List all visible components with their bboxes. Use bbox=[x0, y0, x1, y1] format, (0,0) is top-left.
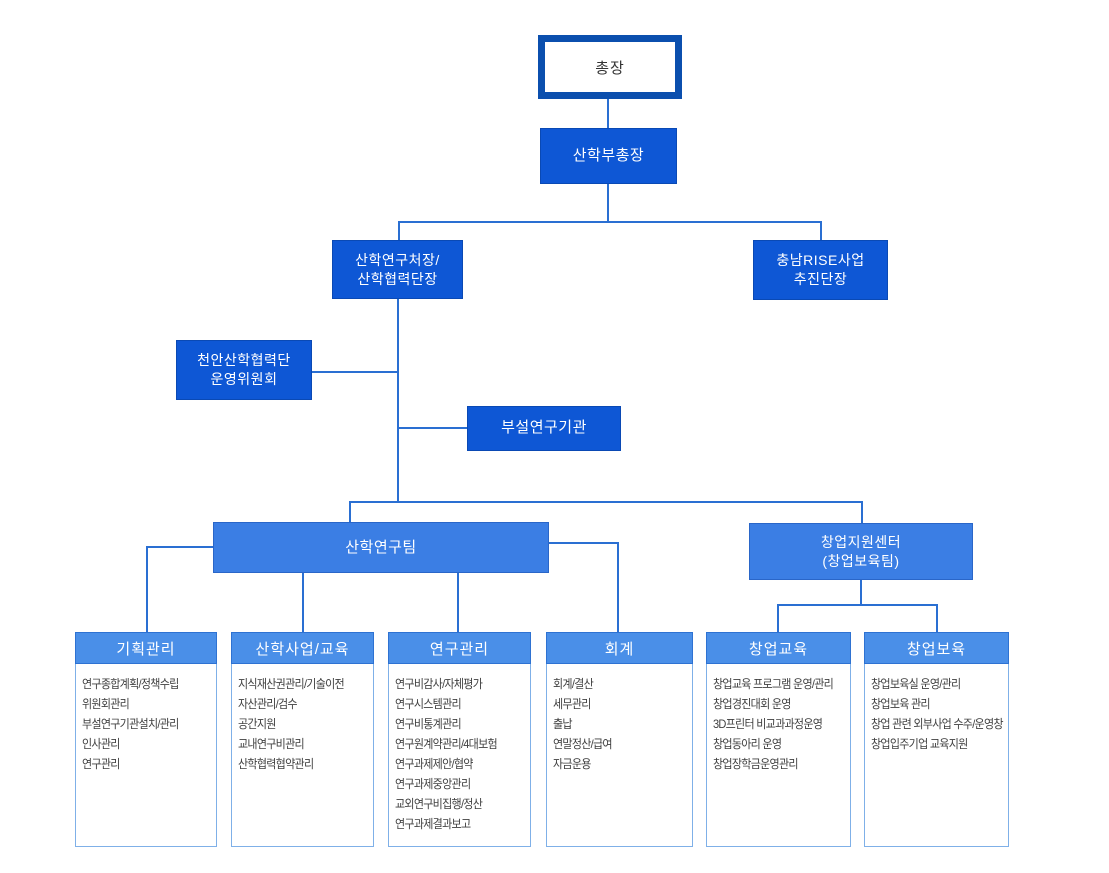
connector-line bbox=[777, 604, 779, 632]
list-item: 창업 관련 외부사업 수주/운영창 bbox=[871, 717, 1004, 731]
committee-label-line1: 천안산학협력단 bbox=[197, 352, 291, 369]
list-item: 교외연구비집행/정산 bbox=[395, 797, 483, 811]
list-item: 연구관리 bbox=[82, 757, 120, 771]
list-item: 연말정산/급여 bbox=[553, 737, 613, 751]
connector-line bbox=[457, 573, 459, 632]
list-item: 창업보육 관리 bbox=[871, 697, 931, 711]
connector-line bbox=[349, 501, 351, 522]
column-header: 산학사업/교육 bbox=[231, 632, 374, 664]
research-team-label: 산학연구팀 bbox=[345, 538, 417, 556]
research-institute-box: 부설연구기관 bbox=[467, 406, 621, 451]
connector-line bbox=[617, 542, 619, 632]
president-label: 총장 bbox=[595, 59, 625, 77]
list-item: 연구원계약관리/4대보험 bbox=[395, 737, 498, 751]
director-label-line1: 산학연구처장/ bbox=[355, 251, 440, 268]
connector-line bbox=[302, 573, 304, 632]
connector-line bbox=[607, 99, 609, 128]
list-item: 지식재산권관리/기술이전 bbox=[238, 677, 345, 691]
list-item: 출납 bbox=[553, 717, 573, 731]
list-item: 연구과제중앙관리 bbox=[395, 777, 471, 791]
rise-label-line1: 충남RISE사업 bbox=[776, 252, 865, 269]
connector-line bbox=[146, 546, 213, 548]
rise-project-box: 충남RISE사업 추진단장 bbox=[753, 240, 888, 300]
list-item: 부설연구기관설치/관리 bbox=[82, 717, 179, 731]
research-institute-label: 부설연구기관 bbox=[501, 419, 587, 437]
director-box: 산학연구처장/ 산학협력단장 bbox=[332, 240, 463, 299]
connector-line bbox=[312, 371, 398, 373]
column-header: 창업교육 bbox=[706, 632, 851, 664]
connector-line bbox=[778, 604, 938, 606]
column-header: 기획관리 bbox=[75, 632, 217, 664]
list-item: 창업장학금운영관리 bbox=[713, 757, 799, 771]
list-item: 창업경진대회 운영 bbox=[713, 697, 791, 711]
connector-line bbox=[820, 221, 822, 240]
list-item: 창업보육실 운영/관리 bbox=[871, 677, 961, 691]
connector-line bbox=[398, 221, 400, 240]
list-item: 교내연구비관리 bbox=[238, 737, 305, 751]
connector-line bbox=[607, 184, 609, 221]
list-item: 연구비감사/자체평가 bbox=[395, 677, 483, 691]
list-item: 산학협력협약관리 bbox=[238, 757, 314, 771]
vice-president-label: 산학부총장 bbox=[572, 146, 645, 164]
list-item: 연구시스템관리 bbox=[395, 697, 462, 711]
list-item: 연구과제제안/협약 bbox=[395, 757, 473, 771]
list-item: 회계/결산 bbox=[553, 677, 594, 691]
connector-line bbox=[398, 221, 822, 223]
list-item: 공간지원 bbox=[238, 717, 276, 731]
startup-center-label-line1: 창업지원센터 bbox=[820, 534, 902, 551]
connector-line bbox=[146, 546, 148, 632]
director-label-line2: 산학협력단장 bbox=[357, 270, 438, 287]
list-item: 연구과제결과보고 bbox=[395, 817, 471, 831]
list-item: 인사관리 bbox=[82, 737, 120, 751]
connector-line bbox=[861, 501, 863, 523]
steering-committee-box: 천안산학협력단 운영위원회 bbox=[176, 340, 312, 400]
column-header: 연구관리 bbox=[388, 632, 531, 664]
connector-line bbox=[549, 542, 618, 544]
list-item: 연구종합계획/정책수립 bbox=[82, 677, 179, 691]
list-item: 세무관리 bbox=[553, 697, 591, 711]
list-item: 3D프린터 비교과과정운영 bbox=[713, 717, 823, 731]
list-item: 자금운용 bbox=[553, 757, 591, 771]
committee-label-line2: 운영위원회 bbox=[210, 371, 278, 387]
list-item: 창업입주기업 교육지원 bbox=[871, 737, 968, 751]
connector-line bbox=[399, 427, 467, 429]
connector-line bbox=[349, 501, 863, 503]
president-box: 총장 bbox=[538, 35, 682, 99]
research-team-box: 산학연구팀 bbox=[213, 522, 549, 573]
connector-line bbox=[397, 299, 399, 502]
list-item: 창업교육 프로그램 운영/관리 bbox=[713, 677, 834, 691]
rise-label-line2: 추진단장 bbox=[793, 271, 848, 287]
connector-line bbox=[936, 604, 938, 632]
vice-president-box: 산학부총장 bbox=[540, 128, 677, 184]
list-item: 연구비통계관리 bbox=[395, 717, 462, 731]
list-item: 위원회관리 bbox=[82, 697, 130, 711]
column-header: 회계 bbox=[546, 632, 693, 664]
startup-center-box: 창업지원센터 (창업보육팀) bbox=[749, 523, 973, 580]
startup-center-label-line2: (창업보육팀) bbox=[822, 552, 900, 569]
connector-line bbox=[860, 580, 862, 606]
column-header: 창업보육 bbox=[864, 632, 1009, 664]
list-item: 자산관리/검수 bbox=[238, 697, 298, 711]
list-item: 창업동아리 운영 bbox=[713, 737, 782, 751]
